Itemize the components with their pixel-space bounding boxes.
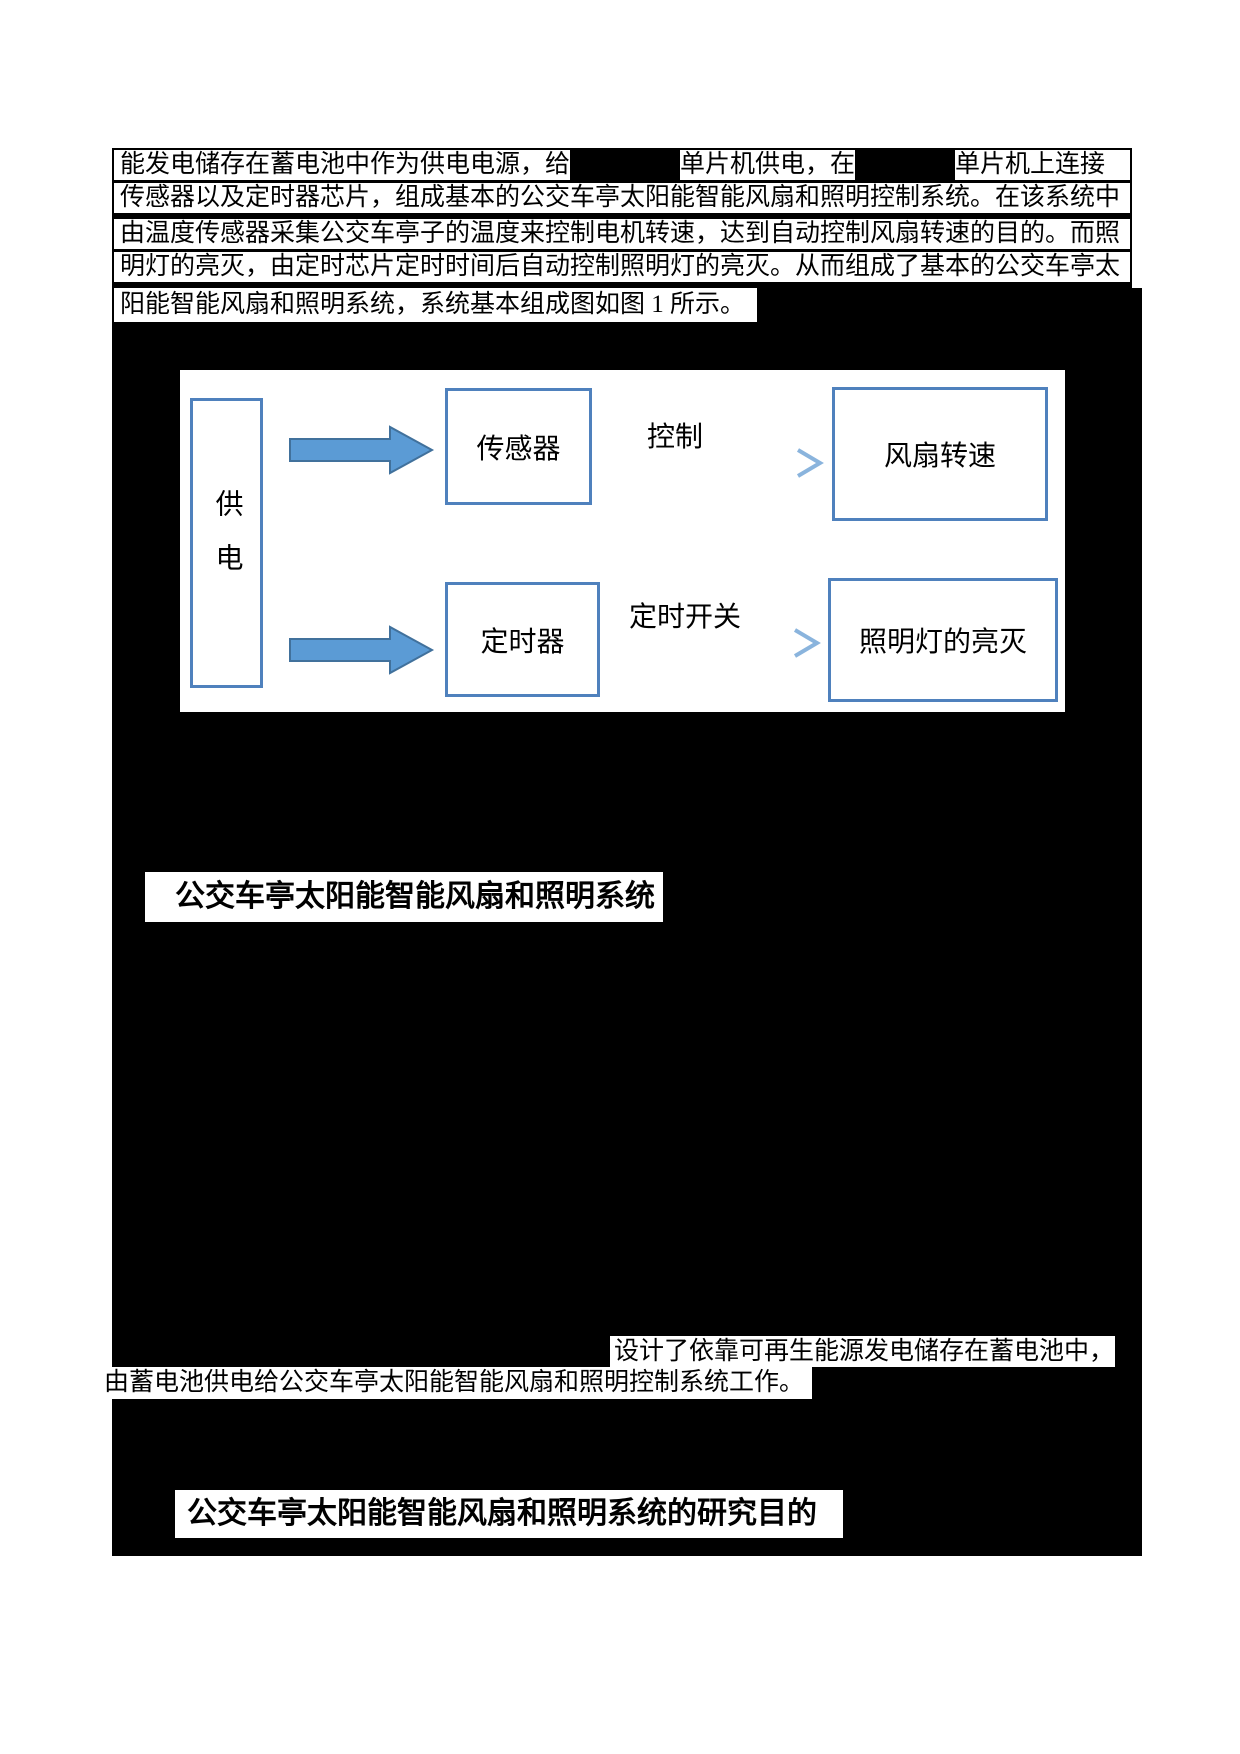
paragraph-line-5: 阳能智能风扇和照明系统，系统基本组成图如图 1 所示。 [112,288,757,322]
section-heading-system: 公交车亭太阳能智能风扇和照明系统 [145,872,663,922]
visible-text-line-a: 设计了依靠可再生能源发电储存在蓄电池中， [610,1336,1115,1367]
block-arrow-top [289,425,435,475]
paragraph-text: 单片机上连接 [955,151,1106,178]
timer-box: 定时器 [445,582,600,697]
visible-text-line-b: 由蓄电池供电给公交车亭太阳能智能风扇和照明控制系统工作。 [100,1367,812,1399]
figure-1-diagram: 供电 传感器 定时器 风扇转速 照明灯的亮灭 控制 定时开关 [180,370,1065,712]
paragraph-line-1: 能发电储存在蓄电池中作为供电电源，给 单片机供电，在 单片机上连接 [114,150,1130,183]
redaction-box-2 [855,150,956,180]
block-arrow-bottom [289,625,435,675]
paragraph-line-4: 明灯的亮灭，由定时芯片定时时间后自动控制照明灯的亮灭。从而组成了基本的公交车亭太 [114,252,1130,288]
power-supply-label: 供电 [211,489,243,597]
lighting-label: 照明灯的亮灭 [858,627,1027,658]
sensor-box: 传感器 [445,388,592,505]
timer-switch-arrow-label: 定时开关 [628,602,741,633]
section-heading-research-purpose: 公交车亭太阳能智能风扇和照明系统的研究目的 [175,1490,843,1538]
timer-label: 定时器 [480,626,565,658]
redaction-box-1 [570,150,681,180]
power-supply-box: 供电 [190,398,263,688]
paragraph-text: 能发电储存在蓄电池中作为供电电源，给 [120,151,571,178]
paragraph-line-2: 传感器以及定时器芯片，组成基本的公交车亭太阳能智能风扇和照明控制系统。在该系统中 [114,183,1130,219]
fan-speed-label: 风扇转速 [883,441,996,472]
paragraph-text: 单片机供电，在 [680,151,856,178]
lighting-box: 照明灯的亮灭 [828,578,1058,702]
paragraph-block: 能发电储存在蓄电池中作为供电电源，给 单片机供电，在 单片机上连接 传感器以及定… [112,148,1132,288]
fan-speed-box: 风扇转速 [832,387,1048,521]
sensor-label: 传感器 [476,433,561,465]
paragraph-line-3: 由温度传感器采集公交车亭子的温度来控制电机转速，达到自动控制风扇转速的目的。而照 [114,219,1130,252]
control-arrow-label: 控制 [646,422,703,453]
